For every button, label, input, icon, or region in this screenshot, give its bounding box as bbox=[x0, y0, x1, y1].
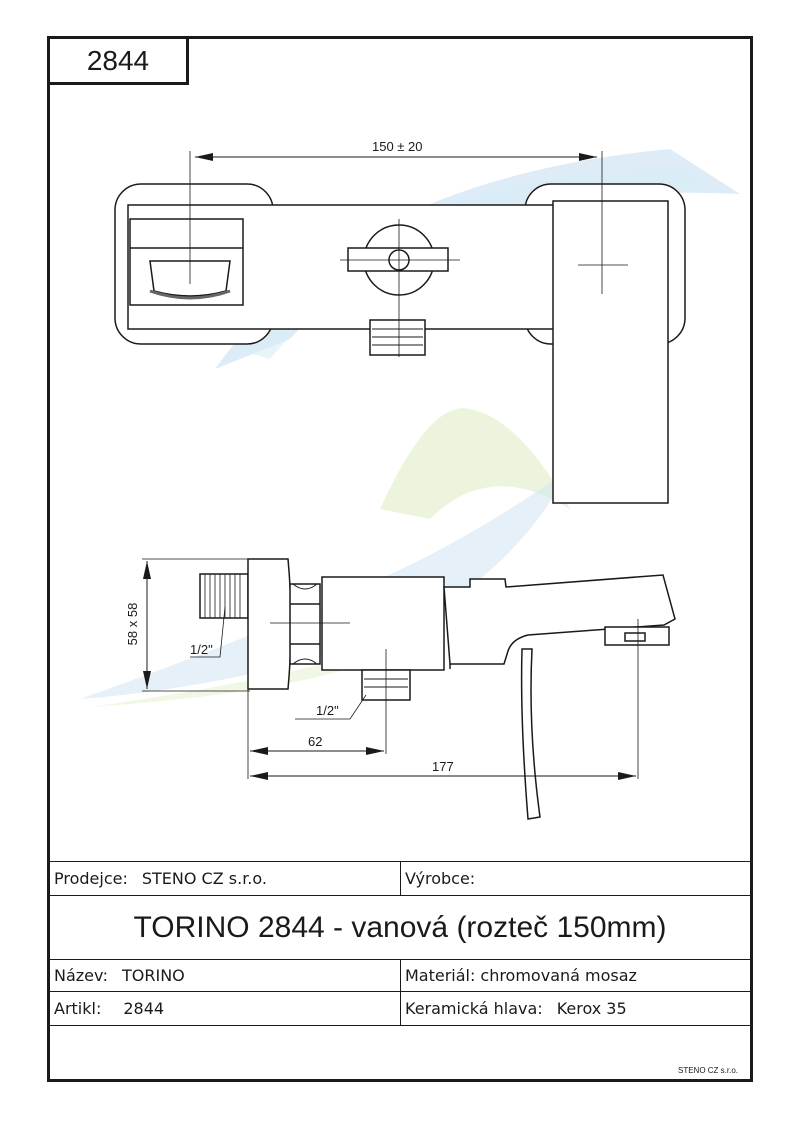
title-row-product: TORINO 2844 - vanová (rozteč 150mm) bbox=[50, 895, 750, 959]
cartridge-cell: Keramická hlava: Kerox 35 bbox=[400, 992, 750, 1025]
dim-thread-bottom: 1/2" bbox=[316, 703, 339, 718]
top-view bbox=[114, 151, 686, 504]
title-row-seller: Prodejce: STENO CZ s.r.o. Výrobce: bbox=[50, 861, 750, 895]
dim-total-width: 177 bbox=[432, 759, 454, 774]
material-cell: Materiál: chromovaná mosaz bbox=[400, 960, 750, 991]
title-row-article: Artikl: 2844 Keramická hlava: Kerox 35 bbox=[50, 991, 750, 1025]
drawing-sheet: 2844 bbox=[47, 36, 753, 1082]
material-label: Materiál: bbox=[405, 966, 476, 985]
name-label: Název: bbox=[54, 966, 108, 985]
product-title: TORINO 2844 - vanová (rozteč 150mm) bbox=[133, 910, 667, 944]
title-row-name: Název: TORINO Materiál: chromovaná mosaz bbox=[50, 959, 750, 991]
footer-note: STENO CZ s.r.o. bbox=[677, 1066, 738, 1075]
article-value: 2844 bbox=[123, 999, 165, 1018]
dim-flange: 58 x 58 bbox=[125, 603, 140, 646]
cartridge-value: Kerox 35 bbox=[556, 999, 627, 1018]
name-cell: Název: TORINO bbox=[50, 960, 400, 991]
article-label: Artikl: bbox=[54, 999, 102, 1018]
name-value: TORINO bbox=[122, 966, 185, 985]
drawing-code: 2844 bbox=[50, 39, 189, 85]
seller-value: STENO CZ s.r.o. bbox=[141, 869, 267, 888]
dim-thread-top: 1/2" bbox=[190, 642, 213, 657]
seller-cell: Prodejce: STENO CZ s.r.o. bbox=[50, 862, 400, 895]
material-value: chromovaná mosaz bbox=[480, 966, 637, 985]
dim-inlet-width: 62 bbox=[308, 734, 322, 749]
technical-drawing: 150 ± 20 bbox=[80, 139, 740, 820]
title-block: Prodejce: STENO CZ s.r.o. Výrobce: TORIN… bbox=[50, 861, 750, 1079]
article-cell: Artikl: 2844 bbox=[50, 992, 400, 1025]
title-row-footer: STENO CZ s.r.o. bbox=[50, 1025, 750, 1079]
dim-spacing: 150 ± 20 bbox=[372, 139, 423, 154]
side-view bbox=[142, 558, 676, 820]
manufacturer-label: Výrobce: bbox=[405, 869, 476, 888]
manufacturer-cell: Výrobce: bbox=[400, 862, 750, 895]
seller-label: Prodejce: bbox=[54, 869, 128, 888]
cartridge-label: Keramická hlava: bbox=[405, 999, 543, 1018]
